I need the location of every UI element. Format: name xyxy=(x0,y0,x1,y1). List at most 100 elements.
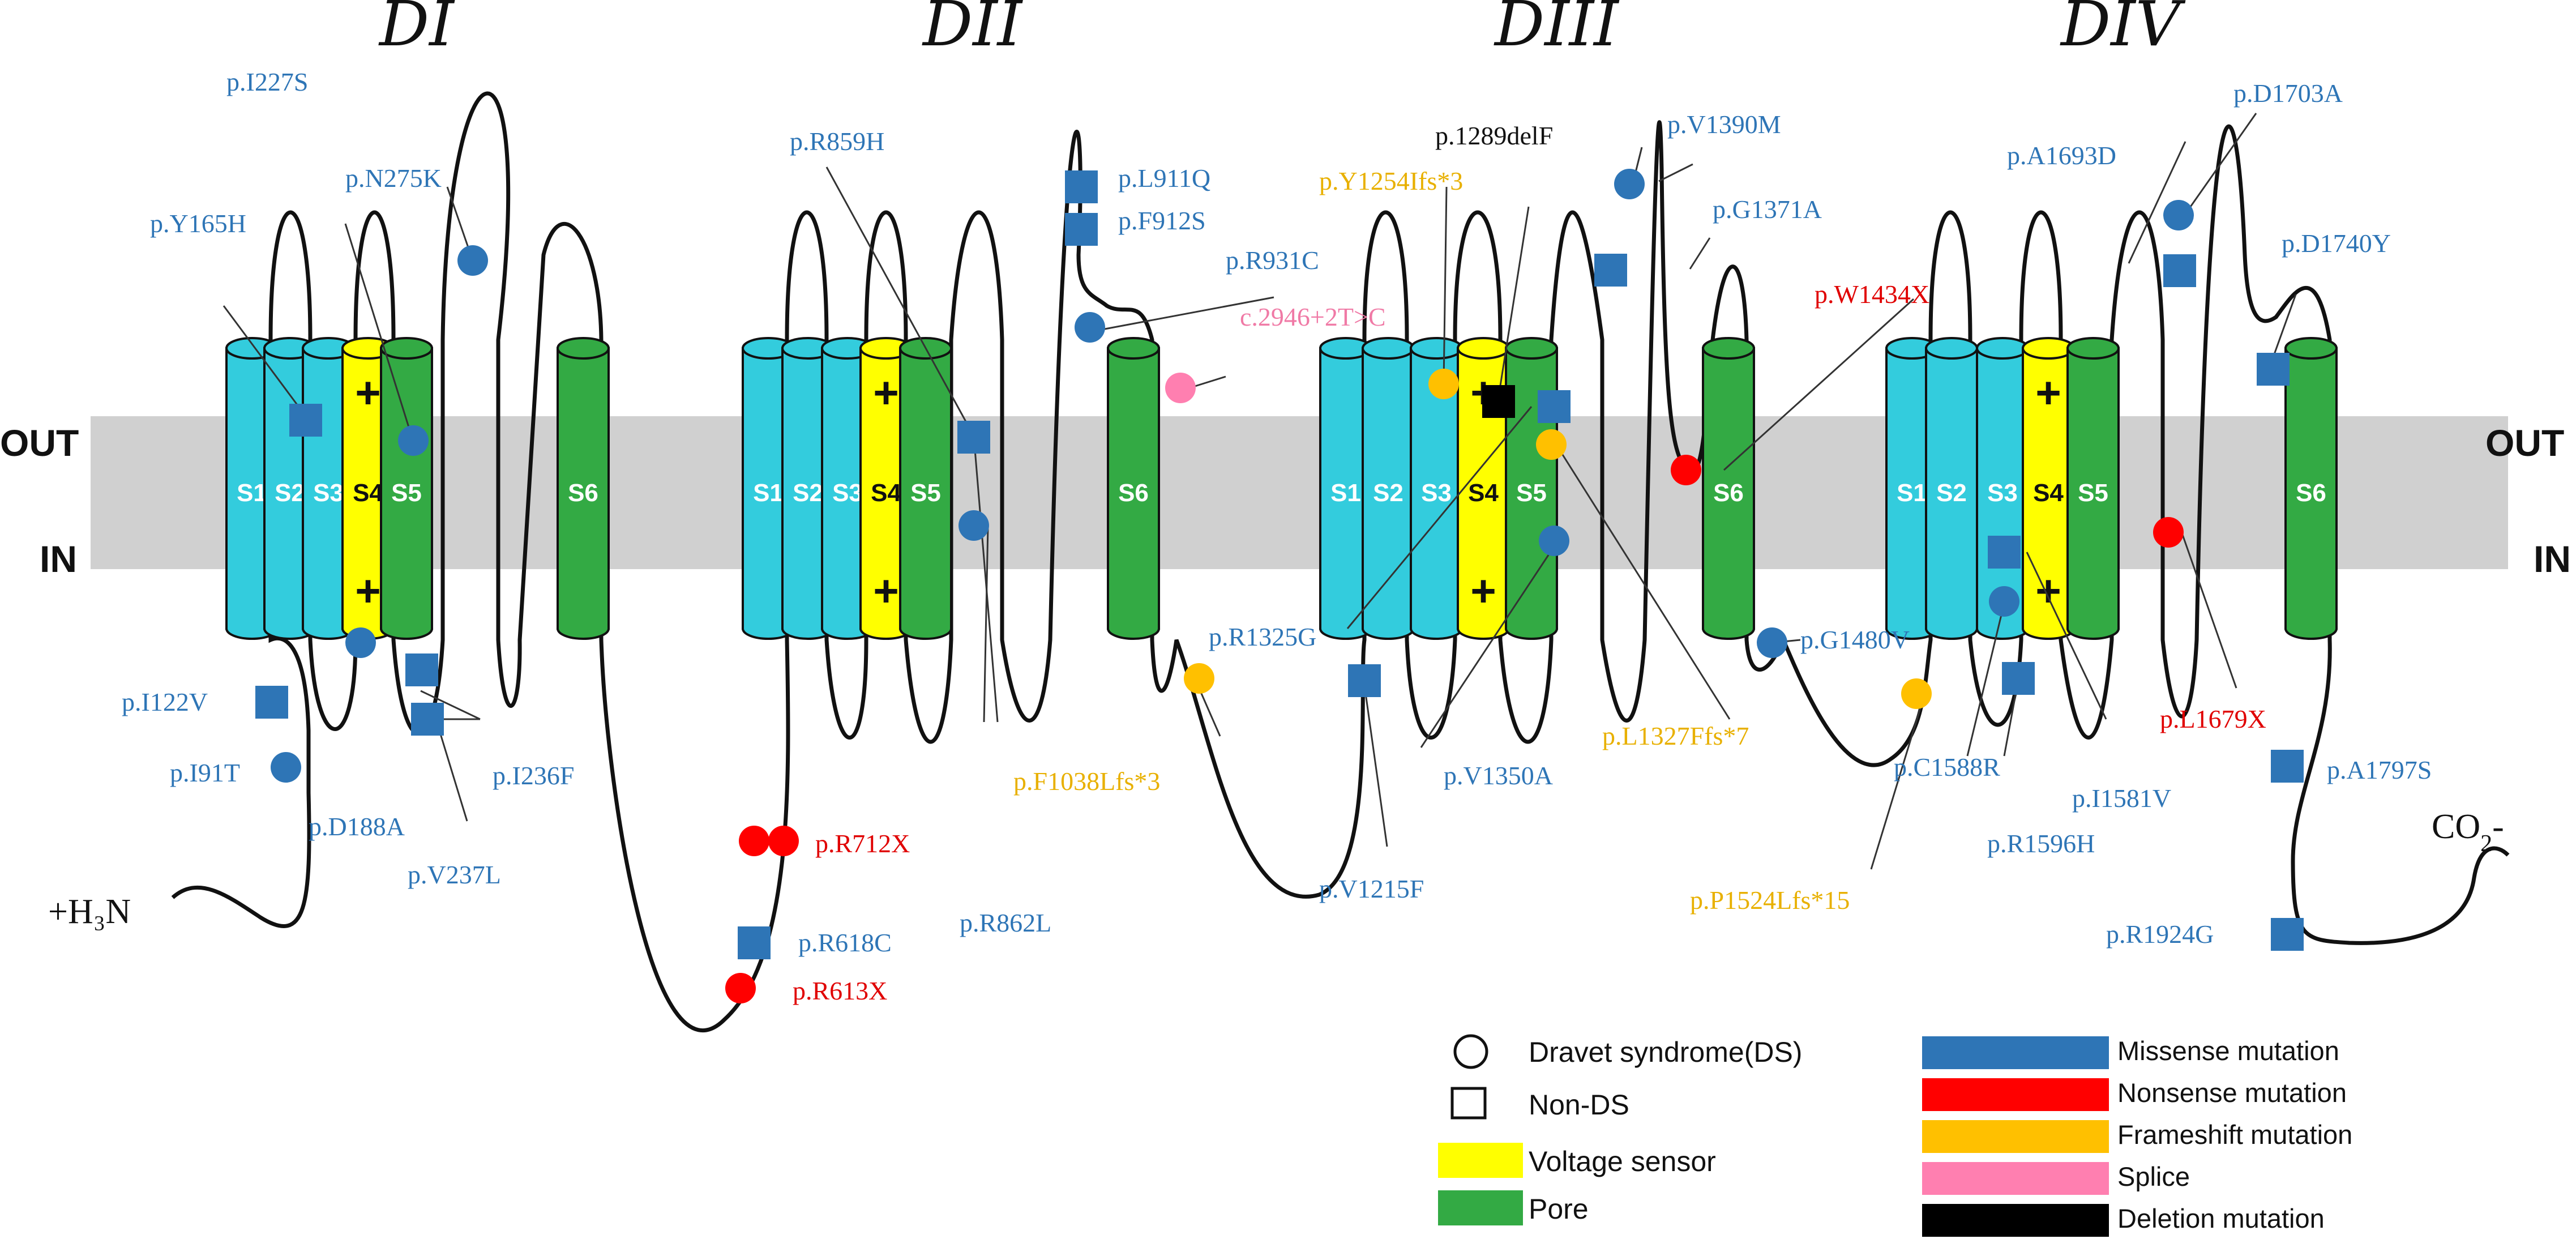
domain-3-segment-s5: S5 xyxy=(1505,337,1558,640)
domain-3-segment-s6: S6 xyxy=(1702,337,1755,640)
positive-charge-top: + xyxy=(2035,368,2061,417)
segment-label: S1 xyxy=(753,479,784,507)
mutation-label-p-d1703a: p.D1703A xyxy=(2233,79,2343,108)
positive-charge-bottom: + xyxy=(355,566,381,616)
mutation-label-p-r1924g: p.R1924G xyxy=(2106,920,2214,949)
mutation-label-p-i91t: p.I91T xyxy=(170,758,240,787)
domain-title-3: DIII xyxy=(1494,0,1620,60)
mutation-marker-p-1289delf xyxy=(1482,385,1515,418)
segment-label: S3 xyxy=(313,479,344,507)
segment-label: S2 xyxy=(275,479,305,507)
legend-missense-swatch xyxy=(1922,1036,2109,1069)
polypeptide-backbone xyxy=(171,91,2510,1032)
mutation-marker-c-2946-2t-c xyxy=(1165,373,1196,403)
segment-label: S6 xyxy=(1713,479,1744,507)
domain-4-segment-s3: S3 xyxy=(1976,337,2029,640)
domain-4-segment-s5: S5 xyxy=(2066,337,2120,640)
mutation-label-p-g1371a: p.G1371A xyxy=(1713,195,1822,224)
segment-label: S6 xyxy=(1118,479,1149,507)
legend-shape-label-voltage: Voltage sensor xyxy=(1529,1146,1716,1177)
mutation-label-p-r1596h: p.R1596H xyxy=(1987,829,2095,858)
domain-1-segment-s6: S6 xyxy=(557,337,610,640)
n-terminus-label: +H₃N xyxy=(48,892,131,931)
mutation-marker-p-w1434x xyxy=(1671,455,1701,485)
mutation-label-p-l1679x: p.L1679X xyxy=(2160,704,2266,733)
legend-type-frameshift: Frameshift mutation xyxy=(2117,1120,2352,1150)
mutation-label-p-1289delf: p.1289delF xyxy=(1435,121,1553,150)
mutation-marker-p-f1038lfs-3 xyxy=(1184,663,1214,694)
legend-square-shape xyxy=(1450,1087,1487,1120)
segment-label: S2 xyxy=(1373,479,1403,507)
mutation-marker-p-r1325g xyxy=(1538,390,1571,423)
mutation-marker-p-r618c xyxy=(738,926,771,959)
segment-label: S1 xyxy=(1330,479,1361,507)
mutation-label-p-f912s: p.F912S xyxy=(1118,206,1206,235)
mutation-marker-p-i122v xyxy=(255,686,288,719)
mutation-marker-p-r931c xyxy=(1075,312,1105,343)
segment-label: S4 xyxy=(871,479,901,507)
mutation-marker-p-d1740y xyxy=(2257,353,2290,386)
mutation-marker-p-r712x xyxy=(739,826,769,856)
positive-charge-top: + xyxy=(355,368,381,417)
mutation-label-p-d188a: p.D188A xyxy=(309,812,405,841)
c-terminus-label: CO2- xyxy=(2432,808,2504,857)
segment-label: S2 xyxy=(1936,479,1967,507)
mutation-marker-p-l1327ffs-7 xyxy=(1536,429,1567,460)
legend-voltage-swatch xyxy=(1438,1143,1523,1178)
legend-nonsense-swatch xyxy=(1922,1078,2109,1111)
segment-label: S6 xyxy=(568,479,598,507)
mutation-label-p-v1390m: p.V1390M xyxy=(1667,110,1781,139)
mutation-label-p-v1350a: p.V1350A xyxy=(1444,761,1553,790)
mutation-marker-p-i236f xyxy=(405,653,438,686)
segment-label: S6 xyxy=(2296,479,2326,507)
legend-pore-swatch xyxy=(1438,1190,1523,1225)
positive-charge-bottom: + xyxy=(873,566,899,616)
domain-title-1: DI xyxy=(378,0,455,60)
mutation-marker-p-n275k xyxy=(457,245,488,276)
mutation-markers xyxy=(255,169,2304,1003)
segment-label: S4 xyxy=(2033,479,2064,507)
segment-label: S3 xyxy=(1987,479,2018,507)
mutation-marker-p-g1371a xyxy=(1594,254,1627,287)
mutation-label-p-r859h: p.R859H xyxy=(790,127,884,156)
mutation-label-p-c1588r: p.C1588R xyxy=(1894,753,2000,781)
legend-type-nonsense: Nonsense mutation xyxy=(2117,1078,2347,1108)
mutation-marker-p-r862l xyxy=(958,510,989,541)
mutation-marker-p-d188a xyxy=(345,627,376,658)
legend-type-deletion: Deletion mutation xyxy=(2117,1203,2325,1233)
mutation-marker-p-i1581v xyxy=(1988,536,2021,569)
mutation-label-p-r862l: p.R862L xyxy=(960,908,1051,937)
out-label-left: OUT xyxy=(0,422,79,464)
segment-label: S4 xyxy=(353,479,383,507)
mutation-label-p-r1325g: p.R1325G xyxy=(1209,622,1316,651)
segment-label: S1 xyxy=(237,479,267,507)
segment-label: S2 xyxy=(793,479,823,507)
mutation-marker-p-l911q xyxy=(1065,170,1098,203)
mutation-marker-p-p1524lfs-15 xyxy=(1901,678,1932,709)
mutation-label-p-l911q: p.L911Q xyxy=(1118,164,1210,193)
mutation-label-p-r712x: p.R712X xyxy=(815,829,910,858)
mutation-label-p-f1038lfs-3: p.F1038Lfs*3 xyxy=(1013,767,1160,796)
segment-label: S3 xyxy=(832,479,863,507)
mutation-marker-p-a1693d xyxy=(2163,254,2196,287)
mutation-marker-p-y165h xyxy=(289,404,322,437)
mutation-marker-p-r712x-second xyxy=(768,826,799,856)
segment-label: S4 xyxy=(1468,479,1499,507)
legend-shape-label-pore: Pore xyxy=(1529,1193,1589,1225)
mutation-marker-p-v1215f xyxy=(1348,664,1381,697)
membrane-band xyxy=(91,416,2508,569)
mutation-labels: p.I227Sp.N275Kp.Y165Hp.I122Vp.I91Tp.D188… xyxy=(122,67,2432,1005)
mutation-marker-p-r1596h xyxy=(2002,662,2035,695)
mutation-label-p-l1327ffs-7: p.L1327Ffs*7 xyxy=(1602,721,1749,750)
segment-label: S5 xyxy=(2078,479,2108,507)
mutation-marker-p-r613x xyxy=(725,973,756,1003)
segment-label: S3 xyxy=(1421,479,1452,507)
legend-shape-label-nonds: Non-DS xyxy=(1529,1089,1629,1121)
domain-title-4: DIV xyxy=(2060,0,2186,60)
in-label-right: IN xyxy=(2534,538,2571,580)
domain-4-segment-s6: S6 xyxy=(2284,337,2338,640)
mutation-label-p-n275k: p.N275K xyxy=(345,164,442,193)
mutation-label-p-v237l: p.V237L xyxy=(408,860,501,889)
segment-label: S5 xyxy=(1516,479,1547,507)
segment-label: S5 xyxy=(910,479,941,507)
